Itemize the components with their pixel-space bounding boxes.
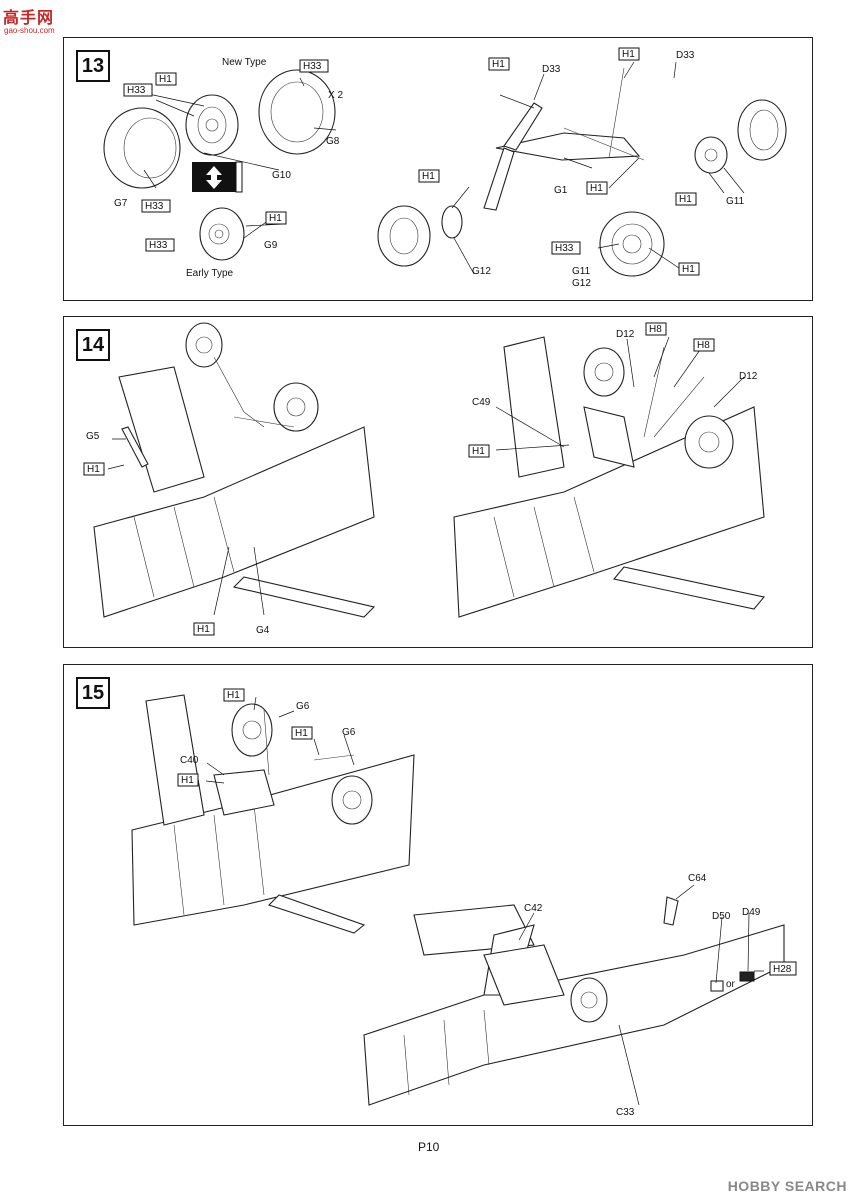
label-h33-d: H33 bbox=[149, 240, 168, 251]
label-h1-b: H1 bbox=[197, 624, 210, 635]
hobby-search-watermark: HOBBY SEARCH bbox=[727, 1178, 847, 1194]
label-g4: G4 bbox=[256, 625, 270, 636]
label-g9: G9 bbox=[264, 240, 278, 251]
label-g6-a: G6 bbox=[296, 701, 310, 712]
label-h1-f: H1 bbox=[679, 194, 692, 205]
wheel-outer-half-g7 bbox=[103, 107, 181, 189]
label-h1-g: H1 bbox=[422, 171, 435, 182]
flip-direction-icon bbox=[192, 161, 243, 193]
wheel-tire-g8 bbox=[258, 69, 336, 155]
gear-right bbox=[583, 346, 734, 469]
step-15-diagram: H1 G6 H1 G6 C40 H1 C64 C42 D50 D49 or H2… bbox=[131, 688, 797, 1118]
hub-detail-g11-g12 bbox=[599, 211, 665, 277]
label-d12-b: D12 bbox=[739, 371, 758, 382]
gear-left bbox=[121, 322, 319, 468]
label-h1-c: H1 bbox=[472, 446, 485, 457]
site-logo: 高手网 bbox=[3, 10, 55, 27]
label-g12-b: G12 bbox=[572, 278, 591, 289]
label-g7: G7 bbox=[114, 198, 128, 209]
wheel-g12 bbox=[377, 205, 463, 267]
label-d12-a: D12 bbox=[616, 329, 635, 340]
label-d49: D49 bbox=[742, 907, 761, 918]
label-g12-a: G12 bbox=[472, 266, 491, 277]
step-15-number: 15 bbox=[76, 677, 110, 709]
label-g8: G8 bbox=[326, 136, 340, 147]
label-h28: H28 bbox=[773, 964, 792, 975]
label-h1-b: H1 bbox=[295, 728, 308, 739]
fuselage-right bbox=[453, 336, 766, 618]
label-c49: C49 bbox=[472, 397, 491, 408]
label-g11-a: G11 bbox=[726, 196, 745, 207]
step-15-panel: 15 bbox=[63, 664, 813, 1126]
wheel-g11 bbox=[694, 99, 787, 174]
label-h1-d: H1 bbox=[622, 49, 635, 60]
main-gear-strut-g1 bbox=[483, 67, 645, 211]
caption-times-two: X 2 bbox=[328, 90, 343, 101]
label-h1-a: H1 bbox=[87, 464, 100, 475]
site-logo-url: gao-shou.com bbox=[4, 26, 55, 35]
step-13-number: 13 bbox=[76, 50, 110, 82]
label-g1: G1 bbox=[554, 185, 568, 196]
gear-lower bbox=[483, 896, 755, 1023]
step-13-diagram: New Type X 2 Early Type H1 H33 H33 G7 H3… bbox=[103, 47, 787, 289]
fuselage-left bbox=[93, 366, 376, 618]
caption-early-type: Early Type bbox=[186, 268, 233, 279]
label-g6-b: G6 bbox=[342, 727, 356, 738]
label-c42: C42 bbox=[524, 903, 543, 914]
label-h1-c: H1 bbox=[181, 775, 194, 786]
step-14-number: 14 bbox=[76, 329, 110, 361]
label-d33-b: D33 bbox=[676, 50, 695, 61]
label-d50: D50 bbox=[712, 911, 731, 922]
label-c64: C64 bbox=[688, 873, 707, 884]
wheel-hub-g10 bbox=[185, 94, 239, 156]
page-number: P10 bbox=[418, 1140, 440, 1154]
label-h1-e: H1 bbox=[590, 183, 603, 194]
label-c33: C33 bbox=[616, 1107, 635, 1118]
label-h33-b: H33 bbox=[303, 61, 322, 72]
label-g5: G5 bbox=[86, 431, 100, 442]
label-h8-b: H8 bbox=[697, 340, 710, 351]
gear-upper bbox=[213, 703, 373, 825]
label-h8-a: H8 bbox=[649, 324, 662, 335]
label-h1-a: H1 bbox=[227, 690, 240, 701]
label-h1-a: H1 bbox=[159, 74, 172, 85]
label-g10: G10 bbox=[272, 170, 291, 181]
label-h1-h: H1 bbox=[682, 264, 695, 275]
step-14-panel: 14 bbox=[63, 316, 813, 648]
label-h1-b: H1 bbox=[269, 213, 282, 224]
label-h33-e: H33 bbox=[555, 243, 574, 254]
caption-new-type: New Type bbox=[222, 57, 267, 68]
step-13-panel: 13 bbox=[63, 37, 813, 301]
fuselage-upper bbox=[131, 694, 415, 934]
label-h33-c: H33 bbox=[145, 201, 164, 212]
label-c40: C40 bbox=[180, 755, 199, 766]
label-h33-a: H33 bbox=[127, 85, 146, 96]
step-14-diagram: G5 H1 H1 G4 D12 H8 H8 D12 C49 H1 bbox=[83, 322, 766, 636]
early-type-wheel-g9 bbox=[199, 207, 245, 261]
label-or: or bbox=[726, 979, 736, 990]
label-d33-a: D33 bbox=[542, 64, 561, 75]
label-g11-b: G11 bbox=[572, 266, 591, 277]
label-h1-c: H1 bbox=[492, 59, 505, 70]
